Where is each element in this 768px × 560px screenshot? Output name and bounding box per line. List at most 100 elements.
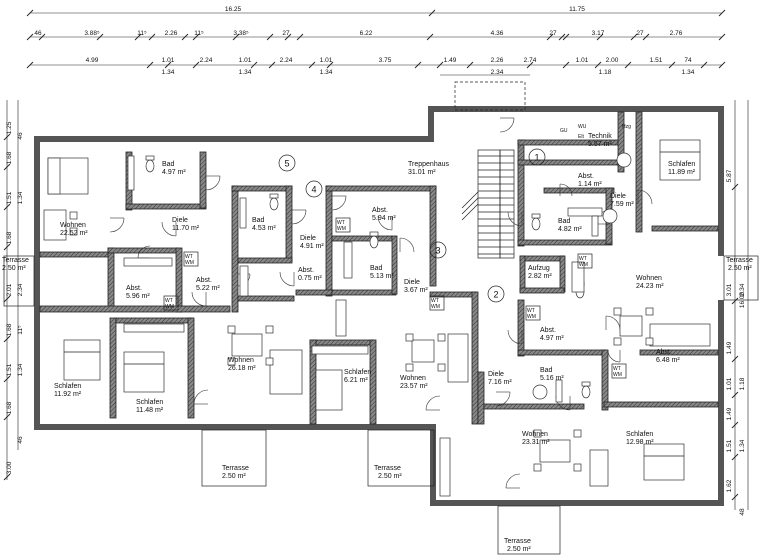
room-name: Schlafen: [54, 383, 81, 390]
dimension-value: 1.51: [726, 439, 733, 452]
terrace-label-name: Terrasse: [2, 257, 29, 264]
room-name: Bad: [558, 218, 571, 225]
hzg-label: Hzg: [622, 124, 631, 130]
room-area: 23.57 m²: [400, 383, 428, 390]
wt-label: WT: [527, 308, 535, 314]
room-name: Technik: [588, 133, 612, 140]
wt-label: WT: [579, 256, 587, 262]
room-area: 11.70 m²: [172, 225, 200, 232]
room-area: 4.97 m²: [540, 335, 564, 342]
dimension-lines-left: 1.251.681.511.682.011.681.511.683.00 461…: [3, 100, 24, 481]
dimension-value: 11⁵: [194, 30, 204, 37]
room-name: Schlafen: [344, 369, 371, 376]
room-name: Diele: [404, 279, 420, 286]
dimension-value: 48: [739, 508, 746, 516]
appliance-labels: WT WM WT WM WT WM WT WM WT WM WT WM WT W…: [163, 124, 631, 379]
terrace-label-area: 2.50 m²: [507, 546, 531, 553]
room-area: 5.13 m²: [370, 273, 394, 280]
terrace-b: [367, 429, 435, 487]
room-name: Abst.: [298, 267, 314, 274]
room-area: 11.92 m²: [54, 391, 82, 398]
apartment-number-3: 3: [435, 246, 440, 256]
wm-label: WM: [613, 372, 622, 378]
room-area: 5.22 m²: [196, 285, 220, 292]
room-area: 6.48 m²: [656, 357, 680, 364]
dimension-value: 3.75: [379, 57, 392, 64]
dimension-value: 1.01: [162, 57, 175, 64]
dimension-value: 1.01: [726, 377, 733, 390]
apartment-number-1: 1: [534, 153, 539, 163]
terrace-c: [497, 505, 561, 555]
dimension-value: 3.01: [726, 283, 733, 296]
dimension-value: 1.51: [6, 363, 13, 376]
dimension-value: 4.36: [491, 30, 504, 37]
terraces: [3, 255, 759, 555]
room-area: 11.48 m²: [136, 407, 164, 414]
dimension-value: 1.18: [739, 377, 746, 390]
room-area: 4.97 m²: [162, 169, 186, 176]
room-name: Diele: [488, 371, 504, 378]
dimension-value: 46: [34, 30, 42, 37]
apartment-number-5: 5: [284, 159, 289, 169]
room-area: 23.31 m²: [522, 439, 550, 446]
dimension-value: 2.26: [491, 57, 504, 64]
room-area: 26.18 m²: [228, 365, 256, 372]
room-area: 5.16 m²: [540, 375, 564, 382]
room-name: Wohnen: [636, 275, 662, 282]
dimension-value: 1.68: [6, 323, 13, 336]
wt-label: WT: [613, 366, 621, 372]
apartment-number-2: 2: [493, 290, 498, 300]
terrace-e: [723, 255, 759, 301]
terrace-d: [3, 255, 35, 307]
room-name: Bad: [370, 265, 383, 272]
dimension-value: 46: [17, 436, 24, 444]
room-area: 2.82 m²: [528, 273, 552, 280]
wt-label: WT: [165, 298, 173, 304]
dimension-value: 11⁵: [137, 30, 147, 37]
dimension-value: 2.76: [670, 30, 683, 37]
room-name: Schlafen: [668, 161, 695, 168]
room-name: Bad: [540, 367, 553, 374]
room-area: 5.96 m²: [126, 293, 150, 300]
room-name: Bad: [162, 161, 175, 168]
interior-walls: [39, 111, 719, 425]
wm-label: WM: [579, 262, 588, 268]
apartment-number-4: 4: [311, 185, 316, 195]
dimension-value: 1.34: [739, 439, 746, 452]
doors: [109, 117, 653, 489]
dimension-value: 1.68: [6, 151, 13, 164]
terrace-labels: Terrasse 2.50 m² Terrasse 2.50 m² Terras…: [2, 257, 753, 553]
room-area: 1.14 m²: [578, 181, 602, 188]
furniture: [43, 139, 711, 497]
outer-walls: [34, 106, 724, 506]
room-area: 11.89 m²: [668, 169, 696, 176]
dimension-value: 3.38⁵: [233, 30, 249, 37]
dimension-value: 46: [17, 132, 24, 140]
terrace-label-area: 2.50 m²: [378, 473, 402, 480]
room-name: Wohnen: [60, 222, 86, 229]
room-area: 4.53 m²: [252, 225, 276, 232]
dimension-value: 1.18: [599, 69, 612, 76]
dimension-value: 1.01: [576, 57, 589, 64]
dimension-value: 1.49: [726, 341, 733, 354]
dimension-value: 2.34: [17, 283, 24, 296]
room-area: 6.21 m²: [344, 377, 368, 384]
dimension-value: 1.51: [650, 57, 663, 64]
room-area: 3.67 m²: [404, 287, 428, 294]
room-area: 5.94 m²: [372, 215, 396, 222]
room-name: Aufzug: [528, 265, 550, 272]
dimension-value: 3.17: [592, 30, 605, 37]
room-name: Diele: [172, 217, 188, 224]
dimension-value: 2.00: [606, 57, 619, 64]
room-name: Schlafen: [136, 399, 163, 406]
terrace-label-area: 2.50 m²: [728, 265, 752, 272]
terrace-label-name: Terrasse: [222, 465, 249, 472]
room-area: 4.82 m²: [558, 226, 582, 233]
dimension-value: 1.34: [682, 69, 695, 76]
terrace-label-name: Terrasse: [504, 538, 531, 545]
staircase: [454, 81, 526, 259]
dimension-value: 2.01: [6, 283, 13, 296]
dimension-lines-right: 5.873.011.491.011.491.511.62 16.002.341.…: [726, 100, 749, 516]
